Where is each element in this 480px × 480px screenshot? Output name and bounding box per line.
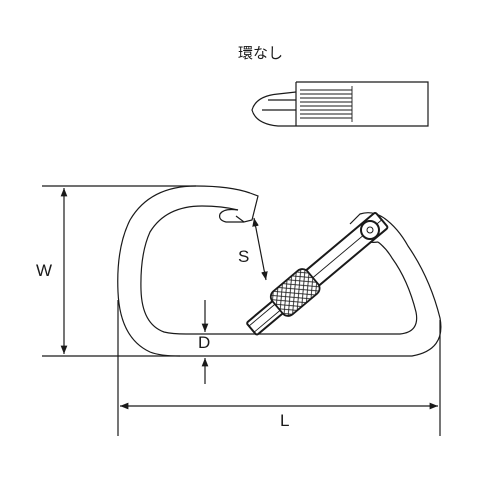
dimension-w-label: W xyxy=(36,261,52,280)
carabiner-body xyxy=(117,185,442,357)
dimension-s-label: S xyxy=(238,247,249,266)
dimension-d-label: D xyxy=(198,333,210,352)
caption-text: 環なし xyxy=(238,44,283,62)
dimension-d: D xyxy=(198,300,210,384)
nose-detail-view xyxy=(251,81,429,127)
dimension-l-label: L xyxy=(280,411,289,430)
dimension-w: W xyxy=(36,185,196,357)
dimension-s: S xyxy=(238,217,268,281)
carabiner-gate xyxy=(246,212,389,336)
dimension-l: L xyxy=(117,300,441,436)
